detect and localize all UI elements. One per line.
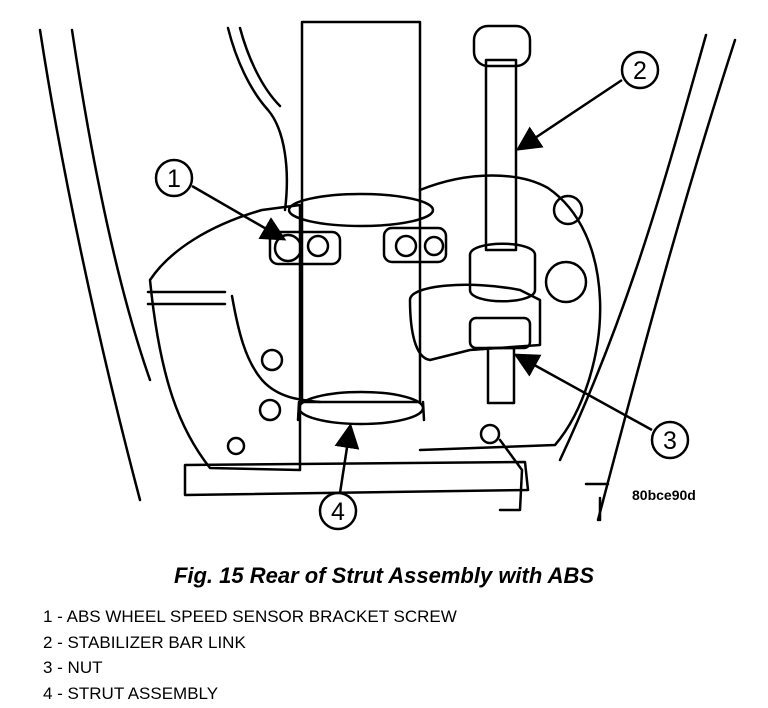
callout-1-number: 1 (167, 165, 181, 193)
callout-2-leader (515, 78, 623, 151)
callout-3-circle (650, 420, 690, 460)
callout-1-leader (191, 184, 287, 241)
figure-code: 80bce90d (632, 487, 696, 503)
legend-item: 3 - NUT (43, 658, 103, 677)
stabilizer-link-rod (484, 58, 518, 252)
strut-assembly-illustration: 1 2 3 4 (38, 20, 737, 531)
callout-4-number: 4 (331, 498, 345, 526)
parts-legend: 1 - ABS WHEEL SPEED SENSOR BRACKET SCREW… (43, 604, 457, 706)
callout-3-leader (513, 353, 653, 432)
left-fender-inner-contour (70, 28, 152, 382)
legend-item: 4 - STRUT ASSEMBLY (43, 683, 219, 703)
callout-2-circle (620, 50, 660, 90)
legend-item: 1 - ABS WHEEL SPEED SENSOR BRACKET SCREW (43, 607, 457, 626)
brake-hose (226, 26, 289, 212)
callout-2-number: 2 (633, 57, 647, 85)
callout-4-circle (318, 491, 358, 531)
right-fender-contour (596, 38, 737, 522)
strut-body (300, 20, 422, 404)
callout-3-number: 3 (663, 427, 677, 455)
left-fender-contour (38, 28, 142, 502)
callout-4-leader (334, 423, 360, 494)
knuckle-outline (148, 203, 302, 472)
right-fender-inner-contour (558, 33, 708, 462)
legend-item: 2 - STABILIZER BAR LINK (43, 632, 246, 652)
callout-1-circle (154, 158, 194, 198)
figure-caption: Fig. 15 Rear of Strut Assembly with ABS (173, 563, 595, 588)
